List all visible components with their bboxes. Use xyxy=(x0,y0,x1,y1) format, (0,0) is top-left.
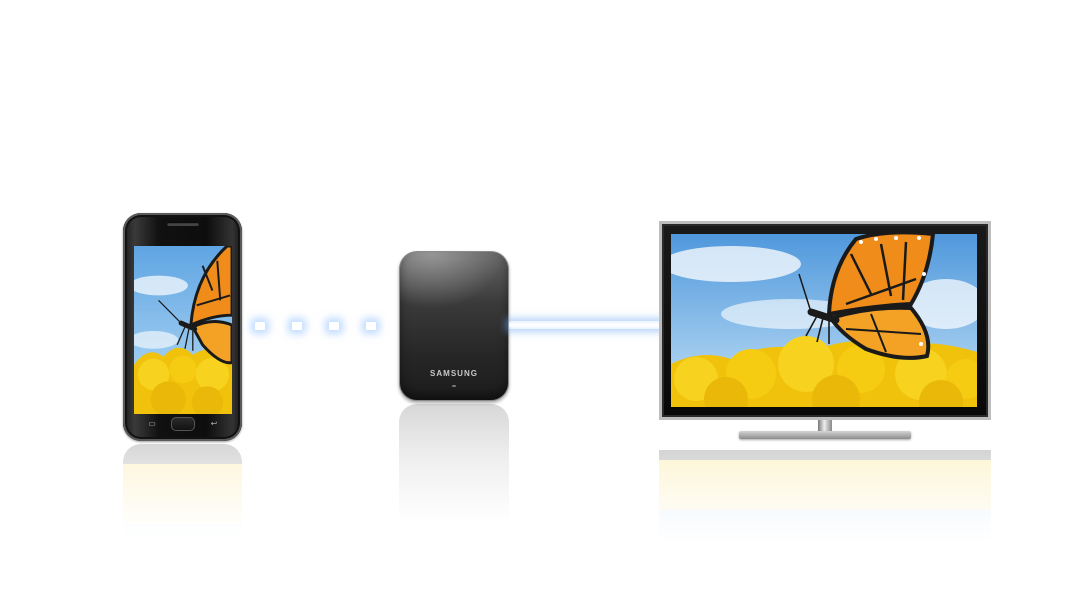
phone-speaker xyxy=(167,222,199,226)
back-arrow-icon[interactable]: ↩ xyxy=(210,419,218,428)
menu-icon[interactable]: ▭ xyxy=(148,419,156,428)
wireless-signal-dot xyxy=(329,322,339,330)
smartphone: ▭ ↩ xyxy=(123,213,242,441)
home-button[interactable] xyxy=(171,417,195,431)
hub-reflection xyxy=(399,404,509,544)
status-led xyxy=(452,385,456,387)
brand-logo: SAMSUNG xyxy=(430,369,478,378)
wireless-signal-dot xyxy=(292,322,302,330)
phone-screen-image xyxy=(134,246,232,414)
wireless-signal-dot xyxy=(366,322,376,330)
phone-reflection xyxy=(123,444,242,554)
tv-stand-base xyxy=(739,431,911,439)
tv-reflection xyxy=(659,450,991,560)
media-hub-device: SAMSUNG xyxy=(399,251,509,401)
television xyxy=(659,221,991,420)
tv-screen-image xyxy=(671,234,977,407)
wireless-signal-dot xyxy=(255,322,265,330)
wired-connection-line xyxy=(509,321,661,329)
